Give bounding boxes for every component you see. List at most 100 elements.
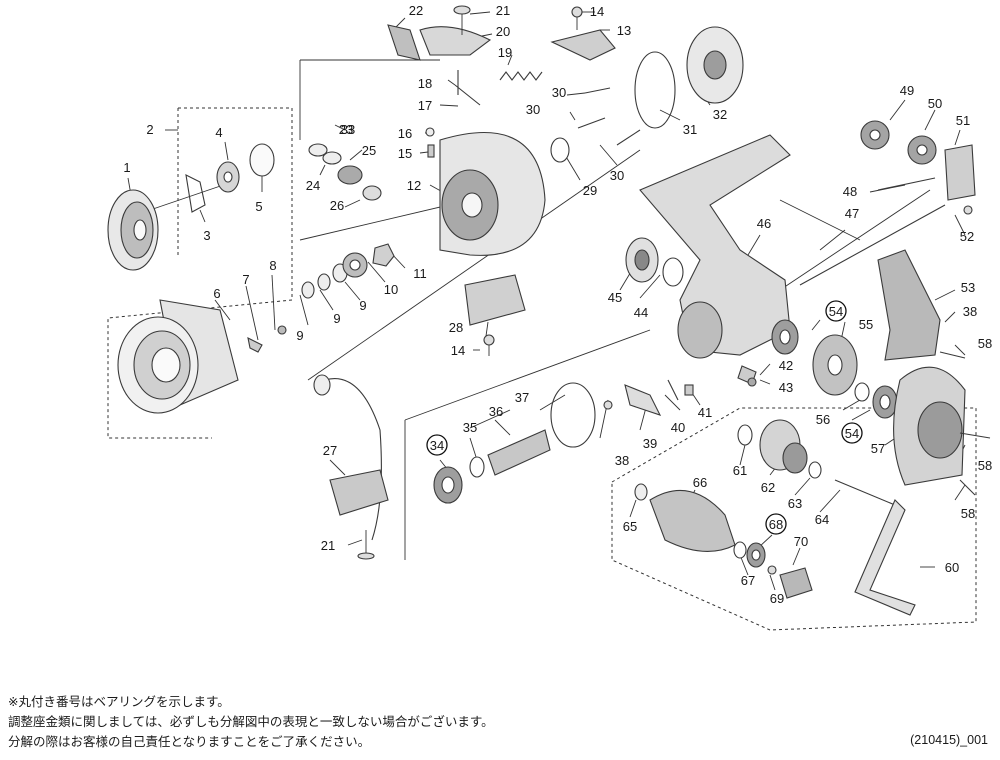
label-part-69: 69 [770,591,784,606]
part-oring-44 [662,257,684,287]
part-screw-21b [357,530,375,560]
label-part-39: 39 [643,436,657,451]
part-screw-58a [939,351,966,359]
label-part-33: 33 [341,122,355,137]
part-sleeve-62 [759,419,808,474]
label-part-65: 65 [623,519,637,534]
label-part-47: 47 [845,206,859,221]
part-spool [117,299,239,414]
label-part-13: 13 [617,23,631,38]
label-part-40: 40 [671,420,685,435]
part-body-46 [639,134,791,359]
bearing-marker-34: 34 [426,434,448,456]
note-disassembly: 分解の際はお客様の自己責任となりますことをご了承ください。 [8,734,371,749]
label-part-30b: 30 [526,102,540,117]
part-washer-5 [249,143,275,177]
label-part-14a: 14 [590,4,604,19]
label-part-21b: 21 [321,538,335,553]
part-41 [684,384,694,396]
label-part-8: 8 [269,258,276,273]
part-washer-9a [301,281,315,299]
label-part-70: 70 [794,534,808,549]
label-part-46: 46 [757,216,771,231]
label-part-35: 35 [463,420,477,435]
label-part-29: 29 [583,183,597,198]
note-bearing: ※丸付き番号はベアリングを示します。 [8,694,230,709]
label-part-53: 53 [961,280,975,295]
part-collar-26 [362,185,382,201]
part-drive-gear-55 [812,334,858,396]
label-part-3: 3 [203,228,210,243]
part-screw-30a [584,87,611,94]
part-spring-19 [499,71,543,81]
label-part-42: 42 [779,358,793,373]
bearing-marker-54b: 54 [841,422,863,444]
part-bearing-34 [433,466,463,504]
bearing-number-68: 68 [769,517,783,532]
label-part-67: 67 [741,573,755,588]
bearing-marker-68: 68 [765,513,787,535]
part-lever-39 [624,384,662,416]
label-part-41: 41 [698,405,712,420]
part-screw-14a [571,6,583,30]
label-part-5: 5 [255,199,262,214]
label-part-9b: 9 [333,311,340,326]
label-part-36: 36 [489,404,503,419]
label-part-57: 57 [871,441,885,456]
label-part-58a: 58 [978,336,992,351]
label-part-4: 4 [215,125,222,140]
label-part-15: 15 [398,146,412,161]
bearing-number-34: 34 [430,438,444,453]
label-part-30c: 30 [610,168,624,183]
bearing-marker-54a: 54 [825,300,847,322]
label-part-51: 51 [956,113,970,128]
part-spool-cap [107,189,159,271]
part-bush-25 [337,165,363,185]
part-51 [944,144,976,201]
label-part-23: 23 [339,122,353,137]
part-45 [625,237,659,283]
note-washers: 調整座金類に関しましては、必ずしも分解図中の表現と一致しない場合がございます。 [8,714,494,729]
label-part-61: 61 [733,463,747,478]
label-part-16: 16 [398,126,412,141]
part-screw-58b [959,432,991,439]
part-main-shaft-47 [799,204,946,286]
label-part-58c: 58 [961,506,975,521]
label-part-55: 55 [859,317,873,332]
label-part-14b: 14 [451,343,465,358]
part-bail-27 [313,374,389,541]
label-part-44: 44 [634,305,648,320]
part-bail-support-20 [419,26,492,56]
label-part-58b: 58 [978,458,992,473]
label-part-38b: 38 [963,304,977,319]
label-part-31: 31 [683,122,697,137]
part-ring-61 [737,424,753,446]
part-body-cover-32 [686,26,744,104]
part-screw-30b [577,117,606,129]
label-part-43: 43 [779,380,793,395]
label-part-30a: 30 [552,85,566,100]
part-cap-65 [634,483,648,501]
document-id: (210415)_001 [910,733,988,747]
part-knob-66 [649,489,736,552]
part-cap-70 [779,567,813,599]
label-part-28: 28 [449,320,463,335]
label-part-60: 60 [945,560,959,575]
label-part-64: 64 [815,512,829,527]
part-screw-58c [959,479,976,496]
label-part-50: 50 [928,96,942,111]
part-bail-arm [550,29,616,61]
part-screw-69 [767,565,777,575]
label-part-45: 45 [608,290,622,305]
label-part-25: 25 [362,143,376,158]
part-washer-56 [854,382,870,402]
footnotes: ※丸付き番号はベアリングを示します。 調整座金類に関しましては、必ずしも分解図中… [8,692,494,752]
part-ring-63 [808,461,822,479]
label-part-63: 63 [788,496,802,511]
part-washer-23 [308,143,328,157]
label-part-22: 22 [409,3,423,18]
part-screw-30c [616,129,641,146]
label-part-24: 24 [306,178,320,193]
label-part-21a: 21 [496,3,510,18]
part-bearing-54a [771,319,799,355]
